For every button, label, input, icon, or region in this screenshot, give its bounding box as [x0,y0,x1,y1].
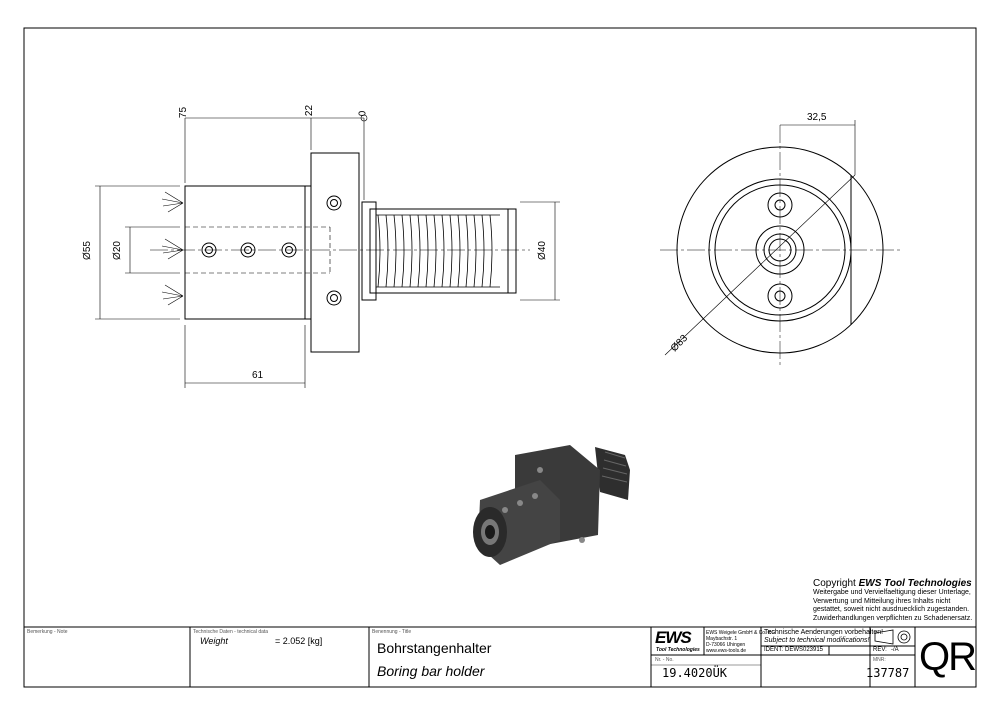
dim-d55: Ø55 [81,241,93,260]
copyright-line-2: Verwertung und Mitteilung ihres Inhalts … [813,597,951,605]
nr-value: 19.4020ÜK [662,666,728,680]
dim-d40: Ø40 [536,241,548,260]
ident-label: IDENT: [764,647,784,653]
copyright-notice: Copyright EWS Tool Technologies Weiterga… [813,578,973,622]
title-block [24,626,976,687]
changes-english: Subject to technical modifications! [764,637,870,644]
copyright-line-3: gestattet, soweit nicht ausdruecklich zu… [813,606,970,613]
weight-value: = 2.052 [kg] [275,636,323,646]
techdata-label: Technische Daten - technical data [193,629,269,635]
copyright-line-4: Zuwiderhandlungen verpflichten zu Schade… [813,614,973,622]
projection-symbol-icon [874,629,911,645]
copyright-company: EWS Tool Technologies [858,578,972,589]
isometric-view [473,445,630,565]
rev-label: REV: [873,647,887,653]
rev-value: -/A [891,647,899,653]
ews-logo-sub: Tool Technologies [656,647,700,653]
title-german: Bohrstangenhalter [377,640,492,656]
front-view [660,120,900,365]
company-line-3: D-73066 Uhingen [706,642,746,648]
ident-value: DEWS023915 [785,647,824,653]
dim-d20: Ø20 [111,241,123,260]
company-line-4: www.ews-tools.de [706,648,747,654]
changes-german: Technische Aenderungen vorbehalten! [764,629,884,636]
company-line-2: Maybachstr. 1 [706,636,738,642]
qr-mark: QR [919,635,977,679]
dim-22: 22 [304,104,316,117]
dim-32-5: 32,5 [807,112,827,123]
mnr-label: MNR: [873,657,886,663]
nr-label: Nr. - No. [655,657,674,663]
title-label: Benennung - Title [372,629,412,635]
mnr-value: 137787 [866,666,910,680]
weight-label: Weight [200,636,228,646]
side-view [95,114,560,388]
company-line-1: EWS Weigele GmbH & Co. KG [706,630,776,636]
copyright-line-1: Weitergabe und Vervielfaeltigung dieser … [813,589,971,596]
dim-61: 61 [252,370,264,381]
title-english: Boring bar holder [377,663,485,679]
dim-0: 0 [357,110,369,117]
sheet-border [23,27,977,688]
dim-75: 75 [178,106,190,119]
ews-logo: EWS [655,628,692,647]
remark-label: Bemerkung - Note [27,629,68,635]
